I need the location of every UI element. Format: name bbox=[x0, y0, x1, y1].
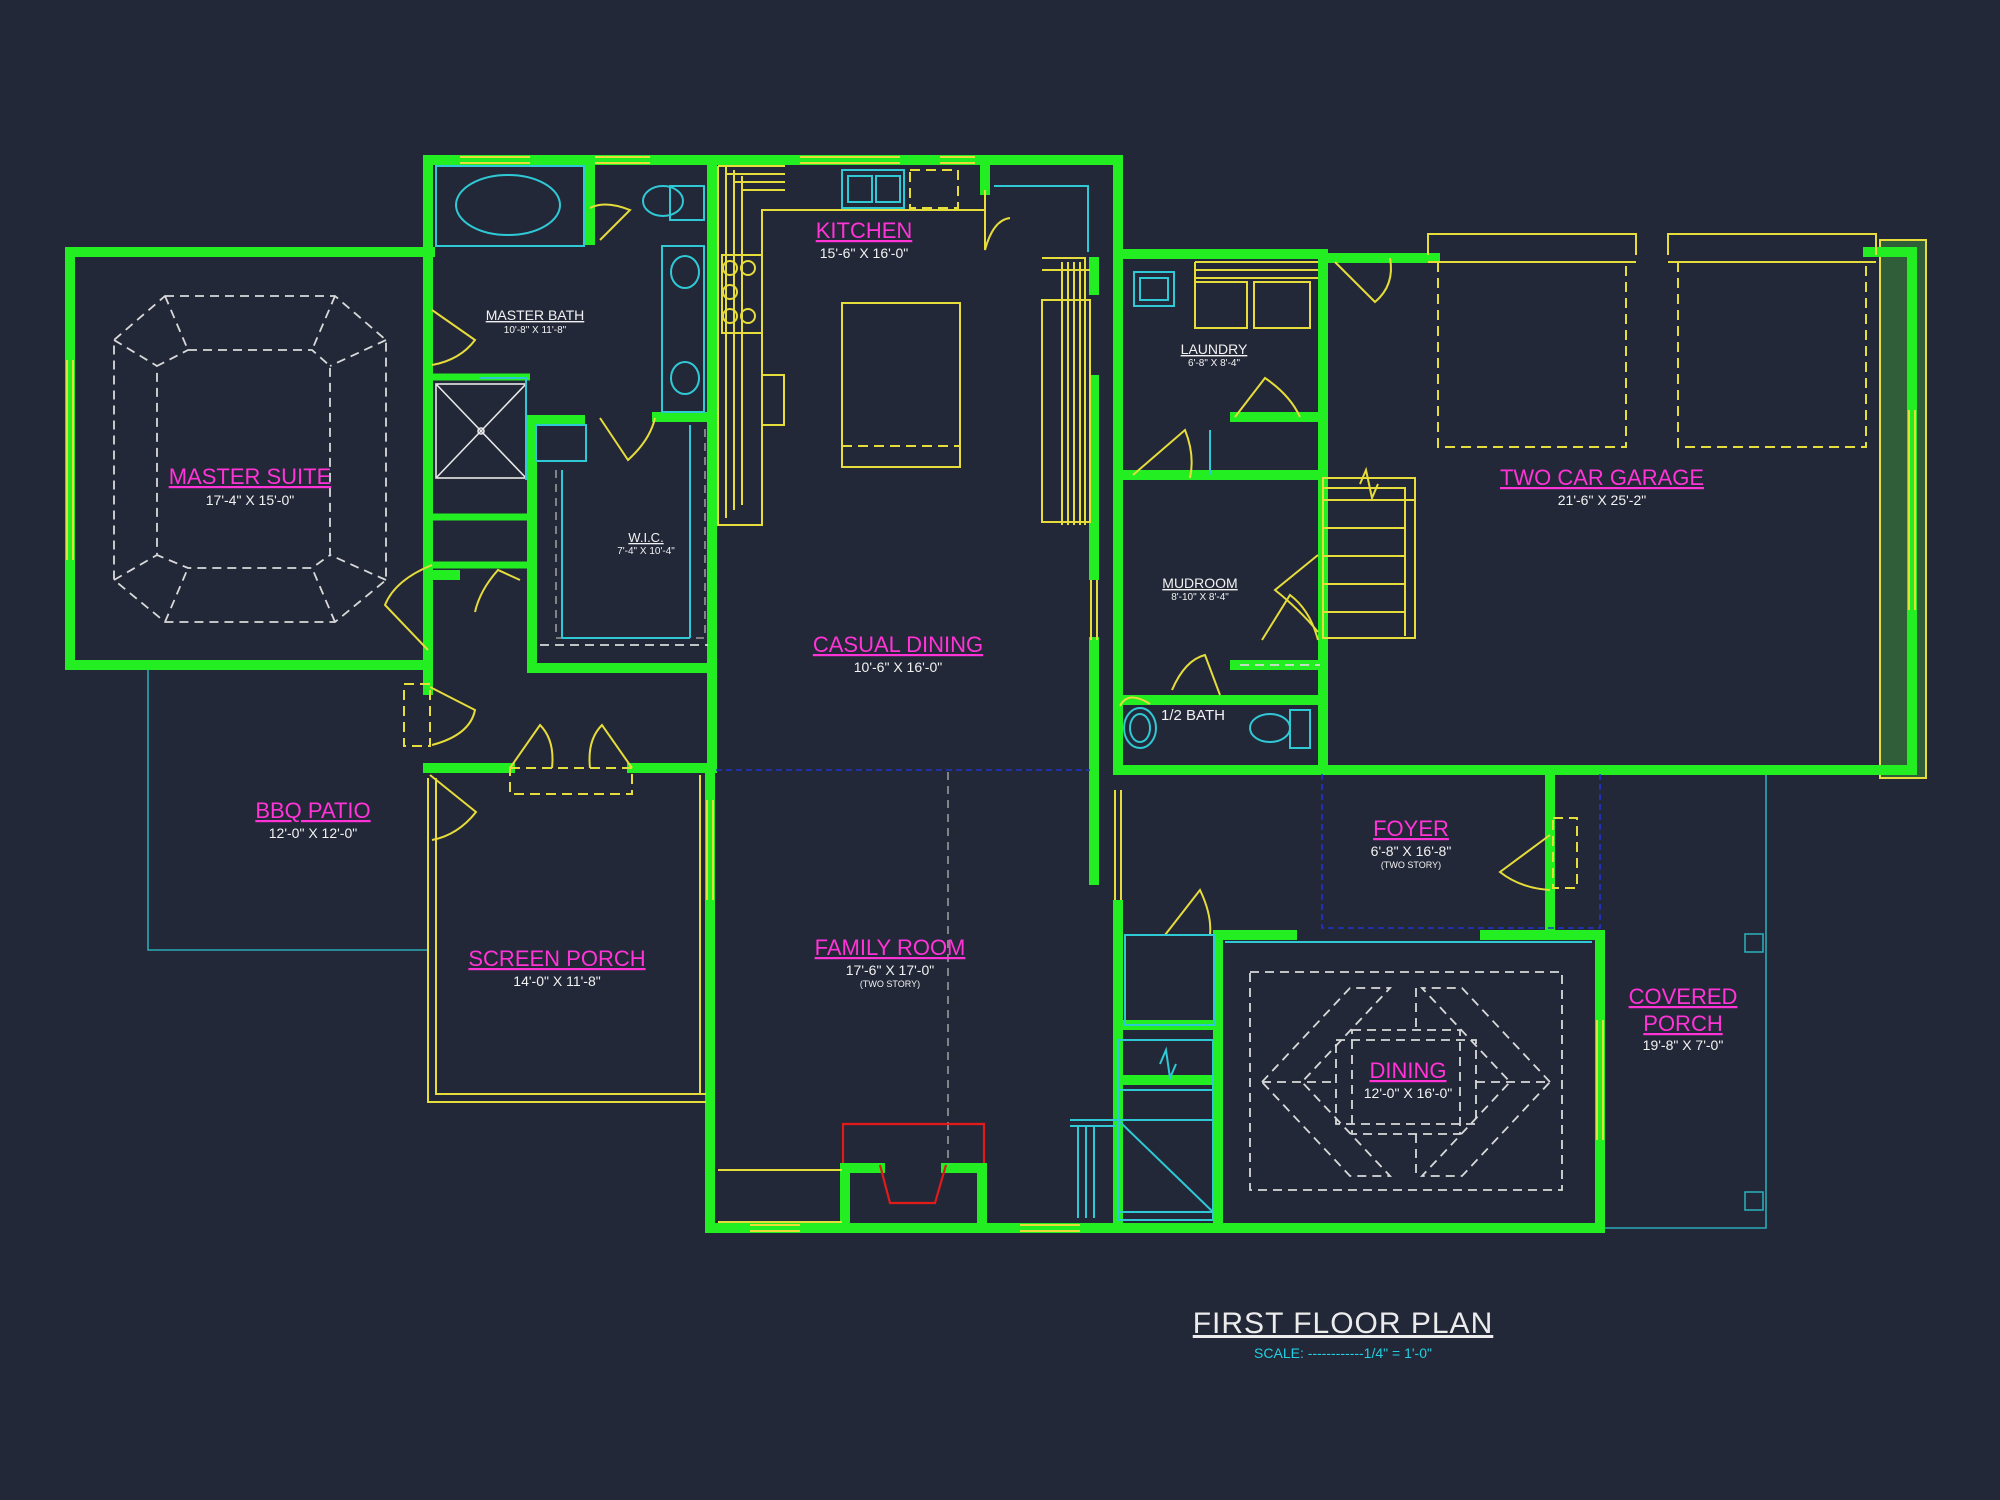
master-tray-ceiling bbox=[113, 295, 387, 623]
label-covered-porch-2: PORCH bbox=[1643, 1011, 1722, 1036]
dims-mudroom: 8'-10" X 8'-4" bbox=[1171, 592, 1229, 603]
dims-covered-porch: 19'-8" X 7'-0" bbox=[1643, 1037, 1724, 1053]
label-covered-porch-1: COVERED bbox=[1629, 984, 1738, 1009]
dims-garage: 21'-6" X 25'-2" bbox=[1558, 492, 1646, 508]
dims-wic: 7'-4" X 10'-4" bbox=[617, 546, 675, 557]
wic-shelving bbox=[540, 425, 708, 646]
garage-hatch bbox=[1879, 239, 1927, 779]
plan-scale: SCALE: ------------1/4" = 1'-0" bbox=[1254, 1345, 1432, 1361]
label-mudroom: MUDROOM bbox=[1162, 575, 1237, 591]
dims-laundry: 6'-8" X 8'-4" bbox=[1188, 358, 1241, 369]
master-bath-fixtures bbox=[435, 165, 705, 480]
laundry-fixtures bbox=[1119, 261, 1320, 749]
label-garage: TWO CAR GARAGE bbox=[1500, 465, 1704, 490]
label-foyer: FOYER bbox=[1373, 816, 1449, 841]
kitchen-fixtures bbox=[717, 165, 1091, 526]
screen-porch-frame bbox=[403, 683, 706, 1103]
label-dining: DINING bbox=[1370, 1058, 1447, 1083]
label-wic: W.I.C. bbox=[628, 530, 663, 545]
label-casual-dining: CASUAL DINING bbox=[813, 632, 983, 657]
fireplace bbox=[841, 1122, 986, 1205]
exterior-walls bbox=[65, 155, 1917, 1233]
title-block: FIRST FLOOR PLAN SCALE: ------------1/4"… bbox=[1193, 1307, 1494, 1361]
room-labels: MASTER SUITE 17'-4" X 15'-0" MASTER BATH… bbox=[169, 218, 1738, 1101]
label-bbq-patio: BBQ PATIO bbox=[255, 798, 370, 823]
dims-dining: 12'-0" X 16'-0" bbox=[1364, 1085, 1452, 1101]
note-family-room: (TWO STORY) bbox=[860, 979, 920, 989]
open-space-lines bbox=[716, 769, 1601, 1223]
dims-family-room: 17'-6" X 17'-0" bbox=[846, 962, 934, 978]
stairs bbox=[1070, 466, 1416, 1221]
label-screen-porch: SCREEN PORCH bbox=[468, 946, 645, 971]
dims-casual-dining: 10'-6" X 16'-0" bbox=[854, 659, 942, 675]
label-master-bath: MASTER BATH bbox=[486, 307, 585, 323]
note-foyer: (TWO STORY) bbox=[1381, 860, 1441, 870]
label-laundry: LAUNDRY bbox=[1181, 341, 1248, 357]
garage-doors bbox=[1427, 233, 1877, 448]
dims-foyer: 6'-8" X 16'-8" bbox=[1371, 843, 1452, 859]
dining-coffered-ceiling bbox=[1225, 941, 1592, 1191]
dims-master-suite: 17'-4" X 15'-0" bbox=[206, 492, 294, 508]
windows bbox=[66, 156, 1916, 1232]
door-swings bbox=[383, 190, 1578, 936]
dims-kitchen: 15'-6" X 16'-0" bbox=[820, 245, 908, 261]
plan-title: FIRST FLOOR PLAN bbox=[1193, 1307, 1494, 1340]
label-kitchen: KITCHEN bbox=[816, 218, 913, 243]
dims-screen-porch: 14'-0" X 11'-8" bbox=[513, 973, 600, 989]
label-master-suite: MASTER SUITE bbox=[169, 464, 332, 489]
dims-master-bath: 10'-8" X 11'-8" bbox=[504, 325, 567, 336]
dims-bbq-patio: 12'-0" X 12'-0" bbox=[269, 825, 357, 841]
label-half-bath: 1/2 BATH bbox=[1161, 707, 1225, 724]
label-family-room: FAMILY ROOM bbox=[815, 935, 966, 960]
